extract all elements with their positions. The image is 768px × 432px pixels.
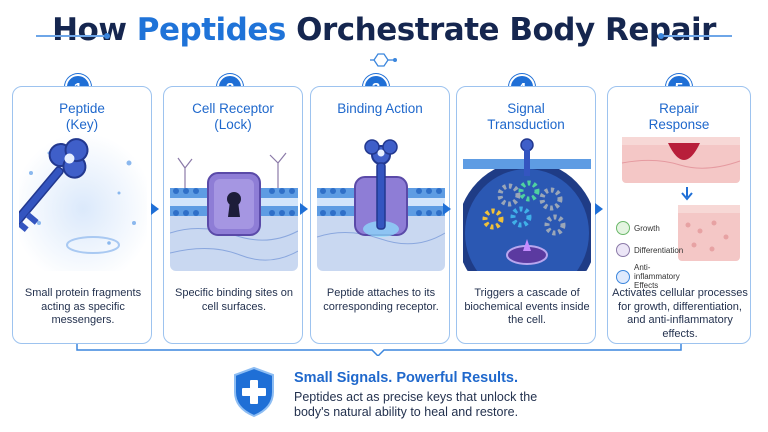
step-card-receptor: Cell Receptor(Lock) Specific binding sit…	[163, 86, 303, 344]
step-title: Peptide(Key)	[59, 101, 105, 132]
step-card-peptide: Peptide(Key) Small protein fragments act…	[12, 86, 152, 344]
signal-cascade-illustration	[463, 133, 591, 271]
step-description: Specific binding sites on cell surfaces.	[174, 287, 293, 313]
shield-cross-icon	[234, 366, 274, 418]
leaf-icon	[616, 221, 630, 235]
step-title: Cell Receptor(Lock)	[192, 101, 274, 132]
key-illustration	[19, 133, 147, 271]
step-description: Activates cellular processes for growth,…	[612, 287, 748, 340]
page-title: How Peptides Orchestrate Body Repair	[52, 12, 716, 48]
step-description: Triggers a cascade of biochemical events…	[464, 287, 590, 326]
step-card-binding: Binding Action Peptide attaches to its c…	[310, 86, 450, 344]
cells-icon	[616, 243, 630, 257]
arrow-right-icon	[443, 203, 451, 215]
molecule-icon	[370, 53, 397, 67]
footer-text: Peptides act as precise keys that unlock…	[294, 390, 538, 419]
arrow-right-icon	[300, 203, 308, 215]
title-divider-right	[662, 35, 732, 37]
legend-growth: Growth	[616, 221, 686, 235]
title-dot-right	[658, 33, 664, 39]
legend-differentiation: Differentiation	[616, 243, 686, 257]
step-description: Peptide attaches to its corresponding re…	[323, 287, 439, 313]
receptor-lock-illustration	[170, 133, 298, 271]
binding-illustration	[317, 133, 445, 271]
step-description: Small protein fragments acting as specif…	[24, 287, 142, 326]
arrow-right-icon	[151, 203, 159, 215]
tissue-repair-illustration	[614, 133, 746, 271]
step-title: Binding Action	[337, 101, 423, 116]
footer-title: Small Signals. Powerful Results.	[294, 370, 519, 386]
shield-icon	[616, 269, 630, 284]
summary-bracket	[76, 344, 682, 356]
title-divider-left	[36, 35, 106, 37]
arrow-right-icon	[595, 203, 603, 215]
legend-anti-inflammatory: Anti-inflammatory Effects	[616, 263, 680, 290]
title-dot-left	[104, 33, 110, 39]
